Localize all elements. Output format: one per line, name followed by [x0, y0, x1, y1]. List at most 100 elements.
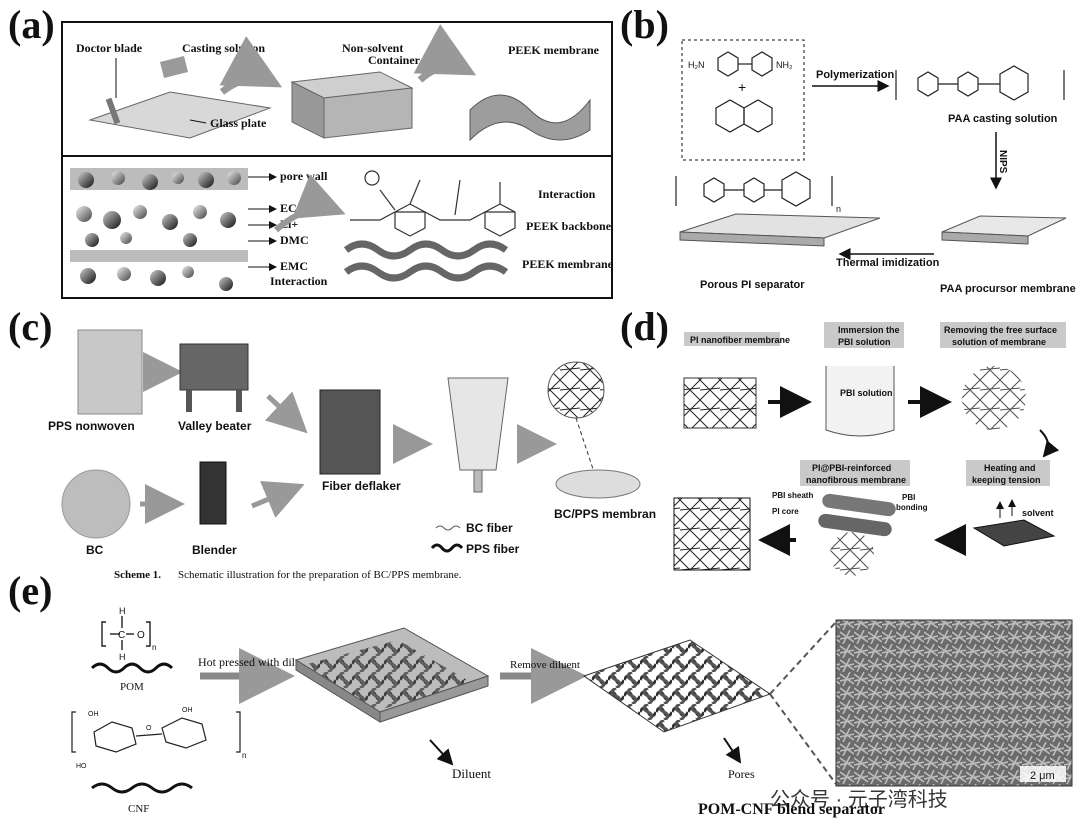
- panel-d: (d) PI nanofiber membrane Immersion the …: [620, 304, 1066, 576]
- label-glass-plate: Glass plate: [210, 116, 267, 130]
- label-non-solvent: Non-solvent: [342, 41, 403, 55]
- doctor-blade-shape: [105, 97, 121, 125]
- box-pi-nanofiber: [684, 332, 780, 346]
- paa-structure: [895, 65, 1065, 101]
- pi-nanofiber-block: [683, 377, 757, 429]
- label-pores: Pores: [728, 767, 755, 781]
- panel-label-e: (e): [8, 568, 52, 613]
- label-peek-membrane-bottom: PEEK membrane: [522, 257, 614, 271]
- casting-solution-shape: [160, 56, 188, 78]
- panel-e: (e) H C O H n POM OH OH HO O n CNF Hot p…: [8, 568, 1073, 818]
- cnf-chain-icon: [91, 782, 193, 794]
- label-paa-casting: PAA casting solution: [948, 113, 1058, 125]
- label-pi-core: PI core: [772, 507, 799, 516]
- label-removing-1: Removing the free surface: [944, 325, 1057, 335]
- label-polymerization: Polymerization: [816, 69, 895, 81]
- label-thermal: Thermal imidization: [836, 257, 940, 269]
- label-heating-2: keeping tension: [972, 475, 1041, 485]
- cnf-ho: HO: [76, 763, 87, 770]
- label-nips: NIPS: [997, 150, 1008, 174]
- panel-a-frame: [61, 21, 613, 299]
- pom-c: C: [118, 630, 125, 641]
- free-surface-fibers: [962, 366, 1026, 430]
- monomer-structures: [715, 51, 773, 133]
- watermark-text: 公众号 · 元子湾科技: [770, 788, 948, 811]
- heating-stack: [972, 519, 1056, 547]
- arrow-a2: [413, 24, 477, 83]
- panel-label-c: (c): [8, 304, 52, 349]
- label-container: Container: [368, 53, 421, 67]
- label-doctor-blade: Doctor blade: [76, 41, 143, 55]
- label-solvent: solvent: [1022, 508, 1054, 518]
- label-pore-wall: pore wall: [280, 169, 328, 183]
- label-interaction-right: Interaction: [538, 187, 596, 201]
- label-hot-pressed: Hot pressed with diluent: [198, 655, 316, 669]
- label-nh2: NH₂: [776, 60, 793, 70]
- bc-disc: [61, 469, 131, 539]
- label-peek-backbone: PEEK backbone: [526, 219, 612, 233]
- pom-o: O: [137, 630, 145, 641]
- panel-label-b: (b): [620, 2, 669, 47]
- beaker: [825, 366, 895, 437]
- pom-chain-icon: [90, 662, 174, 674]
- pom-h-bottom: H: [119, 652, 126, 662]
- bcpps-membrane-disc: [555, 469, 641, 499]
- funnel: [447, 377, 509, 471]
- label-pi-nanofiber: PI nanofiber membrane: [690, 335, 790, 345]
- peek-membrane-wave: [469, 94, 591, 142]
- panel-a: (a) Doctor blade Casting solution Glass …: [8, 2, 614, 299]
- label-pom: POM: [120, 681, 144, 693]
- label-plus: +: [738, 79, 746, 95]
- label-ec: EC: [280, 201, 297, 215]
- label-caption: Schematic illustration for the preparati…: [178, 569, 462, 581]
- pom-h-top: H: [119, 606, 126, 616]
- label-valley-beater: Valley beater: [178, 419, 252, 433]
- label-diluent: Diluent: [452, 766, 491, 781]
- pore-wall-2: [70, 250, 248, 262]
- label-scheme: Scheme 1.: [114, 569, 161, 581]
- label-porous-pi: Porous PI separator: [700, 279, 805, 291]
- label-pps-nonwoven: PPS nonwoven: [48, 419, 135, 433]
- bcpps-fiber-zoom: [547, 361, 605, 419]
- label-pbi-bonding-2: bonding: [896, 503, 928, 512]
- label-blender: Blender: [192, 543, 237, 557]
- monomer-box: [681, 39, 805, 161]
- cnf-oh-2: OH: [182, 707, 193, 714]
- label-immersion-2: PBI solution: [838, 337, 891, 347]
- pom-structure: [101, 616, 151, 650]
- fiber-rod-2: [818, 513, 892, 537]
- label-casting-solution: Casting solution: [182, 41, 265, 55]
- label-n-b: n: [836, 204, 841, 214]
- label-peek-membrane-top: PEEK membrane: [508, 43, 600, 57]
- arrow-a1: [219, 36, 283, 95]
- pom-cnf-mesh: [582, 639, 772, 733]
- label-fiber-deflaker: Fiber deflaker: [322, 479, 401, 493]
- fiber-rod-1: [822, 493, 896, 517]
- label-cnf: CNF: [128, 803, 149, 815]
- label-pbi-solution: PBI solution: [840, 388, 893, 398]
- blender-device: [199, 461, 227, 525]
- pi-structure: [675, 171, 833, 207]
- label-pbi-sheath: PBI sheath: [772, 491, 813, 500]
- pps-nonwoven-roll: [77, 329, 143, 415]
- label-immersion-1: Immersion the: [838, 325, 900, 335]
- cnf-n: n: [242, 751, 246, 760]
- sem-image: [835, 619, 1073, 787]
- label-bc-fiber: BC fiber: [466, 521, 513, 535]
- fiber-deflaker-machine: [319, 389, 381, 475]
- glass-plate-shape: [88, 91, 272, 139]
- panel-c: (c) PPS nonwoven Valley beater BC Blende…: [8, 304, 656, 581]
- arrow-a3: [274, 174, 346, 233]
- peek-membrane-lattice: [343, 240, 509, 282]
- cnf-structure: [71, 711, 241, 753]
- label-dmc: DMC: [280, 233, 309, 247]
- cnf-o: O: [146, 725, 152, 732]
- label-pbi-bonding-1: PBI: [902, 493, 915, 502]
- panel-label-a: (a): [8, 2, 55, 47]
- label-reinforced-2: nanofibrous membrane: [806, 475, 906, 485]
- panel-label-d: (d): [620, 304, 669, 349]
- label-heating-1: Heating and: [984, 463, 1036, 473]
- label-removing-2: solution of membrane: [952, 337, 1046, 347]
- sem-reinforced: [673, 497, 751, 571]
